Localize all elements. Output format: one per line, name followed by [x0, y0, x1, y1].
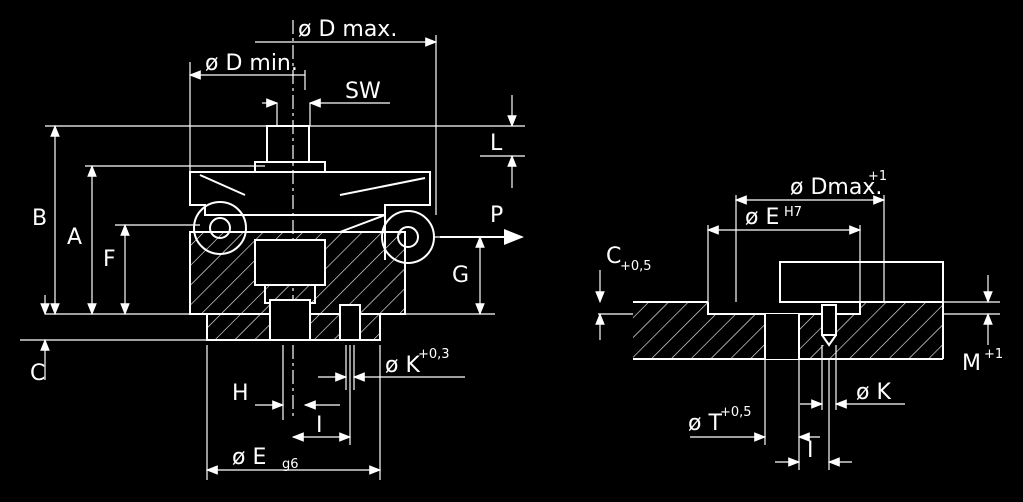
rv-dim-c: C: [606, 244, 621, 269]
dim-e: ø E: [232, 445, 266, 470]
dim-g: G: [452, 263, 469, 288]
rv-dim-m: M: [962, 351, 981, 376]
rv-dim-e: ø E: [745, 205, 779, 230]
dim-k: ø K: [385, 353, 420, 378]
rv-dim-d-max-tol: +1: [868, 169, 887, 184]
rv-dim-i: I: [807, 438, 814, 463]
dim-f: F: [103, 247, 116, 272]
dim-sw: SW: [345, 79, 381, 104]
left-view: ø D max. ø D min. SW L B A F G P C: [20, 17, 525, 480]
dim-c: C: [30, 361, 45, 386]
dim-b: B: [32, 206, 47, 231]
dim-h: H: [232, 381, 249, 406]
dim-d-max: ø D max.: [298, 17, 397, 42]
dim-l: L: [490, 131, 503, 156]
rv-dim-c-tol: +0,5: [620, 259, 652, 274]
right-view: ø Dmax. +1 ø E H7 C +0,5 M +1 ø K ø T +0…: [595, 169, 1003, 470]
rv-dim-k: ø K: [856, 380, 891, 405]
dim-a: A: [67, 225, 82, 250]
rv-dim-m-tol: +1: [984, 347, 1003, 362]
rv-dim-d-max: ø Dmax.: [790, 175, 882, 200]
rv-dim-t: ø T: [688, 411, 722, 436]
dim-i: I: [316, 413, 323, 438]
dim-p: P: [490, 203, 503, 228]
dim-d-min: ø D min.: [205, 51, 298, 76]
dim-k-tol: +0,3: [418, 347, 450, 362]
rv-dim-e-tol: H7: [784, 205, 802, 220]
dim-e-tol: g6: [282, 457, 299, 472]
rv-dim-t-tol: +0,5: [720, 405, 752, 420]
